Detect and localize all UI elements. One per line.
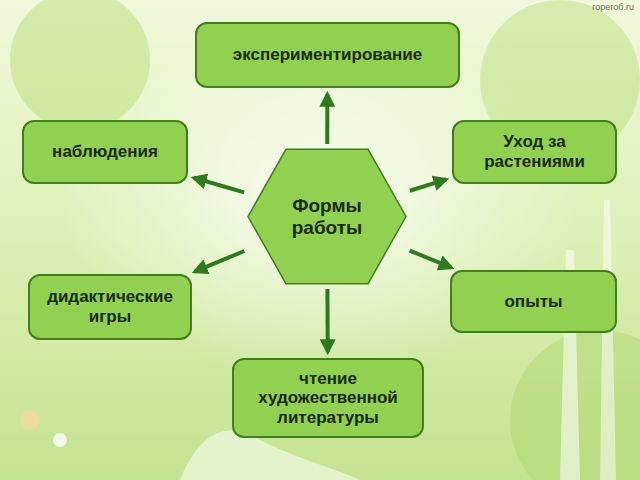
arrow-connector — [195, 251, 245, 272]
form-label: экспериментирование — [233, 45, 422, 65]
form-box: чтение художественной литературы — [232, 358, 424, 438]
form-label: чтение художественной литературы — [242, 369, 414, 428]
form-box: дидактические игры — [28, 274, 192, 340]
arrow-connector — [325, 94, 329, 144]
form-box: опыты — [450, 270, 617, 333]
form-box: наблюдения — [22, 120, 188, 184]
arrow-connector — [410, 179, 446, 190]
arrow-connector — [194, 178, 244, 193]
form-box: Уход за растениями — [452, 120, 617, 184]
form-label: наблюдения — [52, 142, 158, 162]
form-box: экспериментирование — [195, 22, 460, 88]
center-hexagon: Формы работы — [248, 148, 406, 285]
arrow-connector — [410, 251, 452, 268]
watermark: горегоб.ru — [592, 2, 634, 12]
form-label: опыты — [504, 292, 562, 312]
form-label: дидактические игры — [38, 287, 182, 326]
arrow-connector — [325, 289, 329, 352]
form-label: Уход за растениями — [462, 132, 607, 171]
center-title: Формы работы — [274, 195, 380, 239]
